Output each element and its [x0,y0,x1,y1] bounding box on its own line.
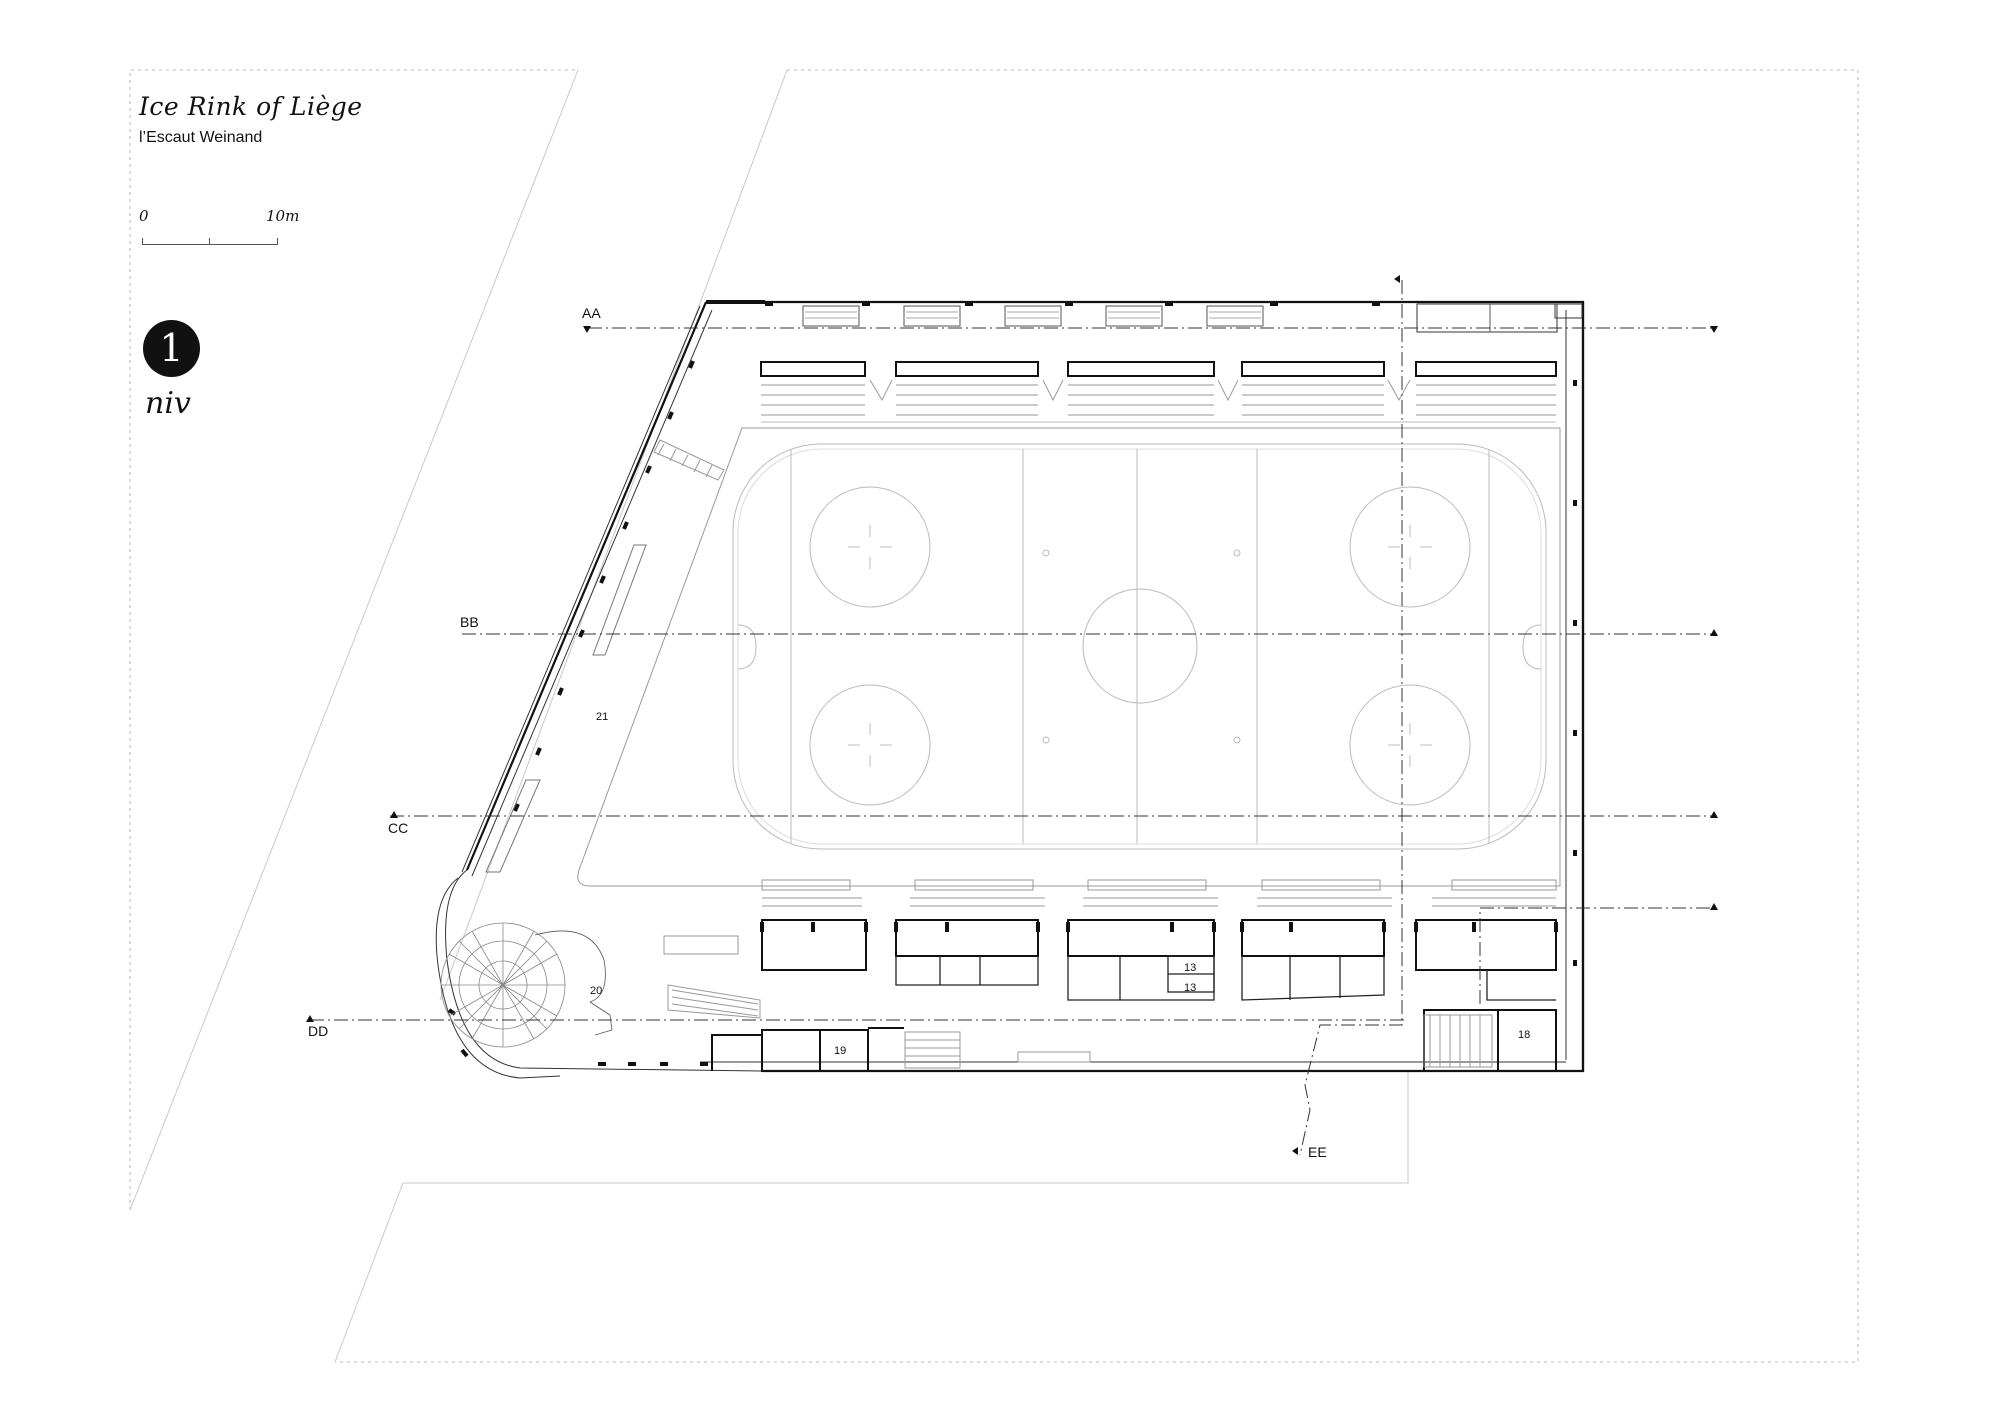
room-number-21: 21 [596,711,608,723]
sheet-frame [129,69,1859,1363]
south-stands [760,879,1558,1001]
north-seating-blocks [760,361,1557,423]
north-stands [706,300,1583,423]
level-label: niv [145,386,191,421]
room-number-13a: 13 [1184,962,1196,974]
building-walls [465,300,1585,1073]
scale-bar: 0 10m [139,205,299,245]
ice-rink [732,443,1547,850]
room-number-13b: 13 [1184,982,1196,994]
scale-end-label: 10m [266,207,300,225]
west-glazing [485,544,647,873]
section-label-aa: AA [582,305,601,321]
room-number-20: 20 [590,985,602,997]
stairs [653,439,1493,1069]
section-lines [310,280,1717,1156]
scale-bar-line [142,238,278,245]
plan-title: Ice Rink of Liège [139,92,363,121]
geodesic-dome [440,922,613,1048]
site-lines [129,69,1409,1363]
room-number-19: 19 [834,1045,846,1057]
section-label-bb: BB [460,614,479,630]
section-label-ee: EE [1308,1144,1327,1160]
plan-subtitle: l’Escaut Weinand [139,129,263,146]
section-label-dd: DD [308,1023,328,1039]
arena-floor-outline [577,427,1561,887]
level-number-badge: 1 [143,320,200,377]
room-number-18: 18 [1518,1029,1530,1041]
section-label-cc: CC [388,820,408,836]
column-stubs [447,360,1577,1066]
scale-start-label: 0 [139,207,149,225]
section-arrows [306,275,1718,1155]
title-block: Ice Rink of Liège l’Escaut Weinand [139,92,363,147]
